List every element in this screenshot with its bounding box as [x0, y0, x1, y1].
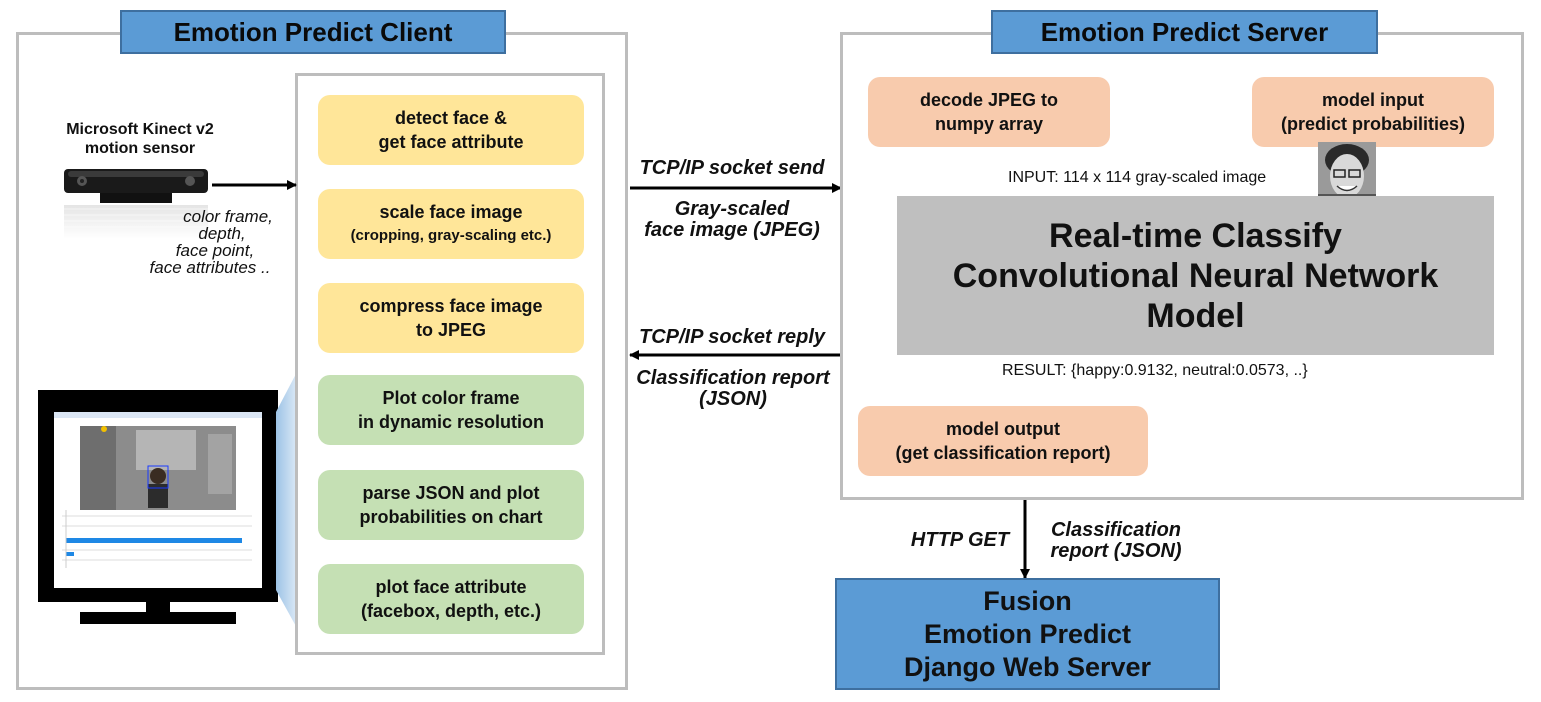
- step-line: to JPEG: [415, 320, 486, 340]
- sensor-outputs: color frame, depth, face point, face att…: [130, 208, 290, 276]
- payload-line: Classification report: [636, 367, 830, 389]
- payload-line: Classification: [1050, 519, 1182, 541]
- sensor-output-item: color frame,: [183, 207, 273, 226]
- step-parse-json: parse JSON and plot probabilities on cha…: [318, 470, 584, 540]
- step-line: probabilities on chart: [359, 507, 543, 527]
- step-line: detect face &: [394, 108, 508, 128]
- step-line: scale face image: [379, 202, 523, 222]
- step-line: plot face attribute: [375, 577, 527, 597]
- face-thumbnail-icon: [1318, 142, 1376, 202]
- model-output-box: model output (get classification report): [858, 406, 1148, 476]
- sensor-output-item: face attributes ..: [149, 258, 271, 277]
- socket-send-label: TCP/IP socket send: [639, 157, 825, 179]
- model-input-box: model input (predict probabilities): [1252, 77, 1494, 147]
- sensor-name-line2: motion sensor: [84, 140, 196, 157]
- step-compress-jpeg: compress face image to JPEG: [318, 283, 584, 353]
- step-line: model input: [1322, 90, 1424, 110]
- step-line: compress face image: [359, 296, 543, 316]
- payload-line: face image (JPEG): [644, 219, 820, 241]
- client-pipeline-panel: [295, 73, 605, 655]
- result-note: RESULT: {happy:0.9132, neutral:0.0573, .…: [1002, 362, 1308, 379]
- step-line: get face attribute: [378, 132, 524, 152]
- fusion-web-server-box: Fusion Emotion Predict Django Web Server: [835, 578, 1220, 690]
- decode-jpeg-box: decode JPEG to numpy array: [868, 77, 1110, 147]
- step-plot-color-frame: Plot color frame in dynamic resolution: [318, 375, 584, 445]
- fusion-line: Django Web Server: [903, 651, 1152, 682]
- kinect-sensor-icon: [64, 169, 208, 239]
- step-line: model output: [946, 419, 1060, 439]
- step-line: (predict probabilities): [1280, 114, 1466, 134]
- monitor-icon: [38, 390, 278, 624]
- sensor-output-item: depth,: [198, 224, 246, 243]
- input-note: INPUT: 114 x 114 gray-scaled image: [1008, 169, 1267, 186]
- cnn-model-box: Real-time Classify Convolutional Neural …: [897, 196, 1494, 355]
- step-line: decode JPEG to: [919, 90, 1059, 110]
- sensor-output-item: face point,: [175, 241, 255, 260]
- socket-reply-label: TCP/IP socket reply: [639, 326, 825, 348]
- http-payload: Classification report (JSON): [1034, 520, 1198, 562]
- step-plot-face-attribute: plot face attribute (facebox, depth, etc…: [318, 564, 584, 634]
- fusion-line: Fusion: [983, 585, 1072, 616]
- step-detect-face: detect face & get face attribute: [318, 95, 584, 165]
- zoom-callout: [276, 370, 298, 630]
- http-get-label: HTTP GET: [910, 529, 1010, 551]
- cnn-line: Convolutional Neural Network: [952, 256, 1439, 295]
- payload-line: (JSON): [699, 388, 767, 410]
- step-line: (facebox, depth, etc.): [360, 601, 542, 621]
- sensor-name: Microsoft Kinect v2 motion sensor: [40, 120, 240, 158]
- socket-send-payload: Gray-scaled face image (JPEG): [626, 199, 838, 241]
- step-line: in dynamic resolution: [357, 412, 545, 432]
- client-title: Emotion Predict Client: [120, 10, 506, 54]
- step-line: Plot color frame: [382, 388, 520, 408]
- socket-reply-payload: Classification report (JSON): [620, 368, 846, 410]
- cnn-line: Real-time Classify: [1049, 216, 1342, 255]
- payload-line: Gray-scaled: [674, 198, 790, 220]
- step-line: (cropping, gray-scaling etc.): [350, 227, 552, 244]
- sensor-name-line1: Microsoft Kinect v2: [66, 121, 214, 138]
- cnn-line: Model: [1146, 296, 1245, 335]
- server-title: Emotion Predict Server: [991, 10, 1378, 54]
- step-line: numpy array: [934, 114, 1044, 134]
- fusion-line: Emotion Predict: [923, 618, 1132, 649]
- step-scale-face: scale face image (cropping, gray-scaling…: [318, 189, 584, 259]
- payload-line: report (JSON): [1050, 540, 1182, 562]
- step-line: (get classification report): [895, 443, 1111, 463]
- step-line: parse JSON and plot: [362, 483, 540, 503]
